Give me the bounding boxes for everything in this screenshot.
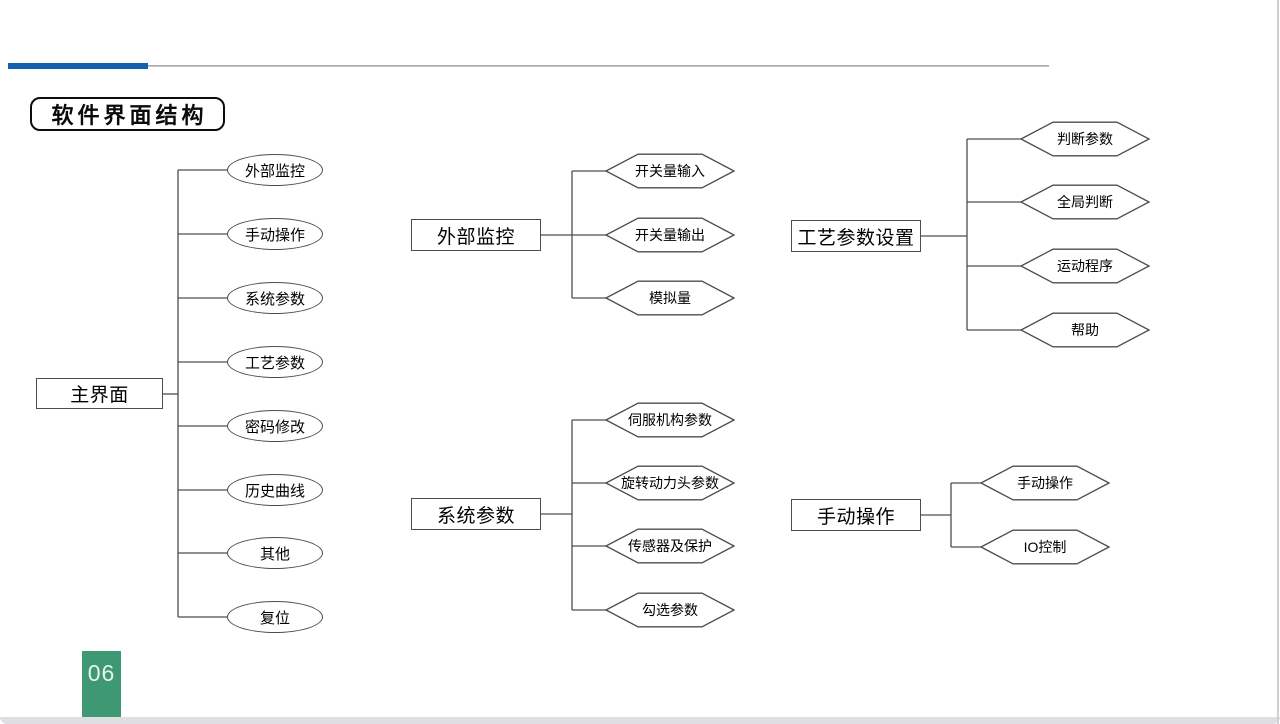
manual-operation-root-box: 手动操作 [791,499,921,531]
node-label: IO控制 [1023,539,1067,555]
main-child-6: 其他 [227,537,323,569]
hexagon-shape [605,592,735,628]
main-child-2: 系统参数 [227,282,323,314]
slide-title: 软件界面结构 [30,97,225,131]
page-number-box: 06 [82,651,121,717]
hexagon-shape [605,153,735,189]
main-child-3: 工艺参数 [227,346,323,378]
system-params-child-0: 伺服机构参数 [605,402,735,438]
window-bottom-edge [0,717,1280,724]
hexagon-shape [605,402,735,438]
hexagon-shape [980,529,1110,565]
header-accent-bar [8,63,148,69]
process-params-root-box: 工艺参数设置 [791,220,921,252]
system-params-child-1: 旋转动力头参数 [605,465,735,501]
hexagon-shape [1020,248,1150,284]
external-monitoring-root-box: 外部监控 [411,219,541,251]
main-child-4: 密码修改 [227,410,323,442]
main-child-5: 历史曲线 [227,474,323,506]
node-label: 手动操作 [1017,475,1073,491]
hexagon-shape [605,528,735,564]
node-label: 判断参数 [1057,131,1113,147]
hexagon-shape [1020,184,1150,220]
main-child-0: 外部监控 [227,154,323,186]
node-label: 运动程序 [1057,258,1113,274]
window-right-edge [1277,0,1279,724]
external-monitoring-child-2: 模拟量 [605,280,735,316]
node-label: 全局判断 [1057,194,1113,210]
manual-operation-child-0: 手动操作 [980,465,1110,501]
system-params-root-box: 系统参数 [411,498,541,530]
header-rule-line [148,65,1049,67]
process-params-child-3: 帮助 [1020,312,1150,348]
hexagon-shape [980,465,1110,501]
hexagon-shape [1020,312,1150,348]
external-monitoring-child-0: 开关量输入 [605,153,735,189]
system-params-child-3: 勾选参数 [605,592,735,628]
node-label: 开关量输出 [635,227,705,243]
external-monitoring-child-1: 开关量输出 [605,217,735,253]
hexagon-shape [1020,121,1150,157]
node-label: 勾选参数 [642,602,698,618]
main-child-1: 手动操作 [227,218,323,250]
hexagon-shape [605,217,735,253]
process-params-child-2: 运动程序 [1020,248,1150,284]
node-label: 开关量输入 [635,163,705,179]
process-params-child-1: 全局判断 [1020,184,1150,220]
process-params-child-0: 判断参数 [1020,121,1150,157]
hexagon-shape [605,465,735,501]
node-label: 模拟量 [649,290,691,306]
system-params-child-2: 传感器及保护 [605,528,735,564]
main-root-box: 主界面 [36,378,163,409]
main-child-7: 复位 [227,601,323,633]
hexagon-shape [605,280,735,316]
node-label: 旋转动力头参数 [621,475,719,491]
node-label: 帮助 [1071,322,1099,338]
node-label: 伺服机构参数 [628,412,712,428]
manual-operation-child-1: IO控制 [980,529,1110,565]
node-label: 传感器及保护 [628,538,712,554]
